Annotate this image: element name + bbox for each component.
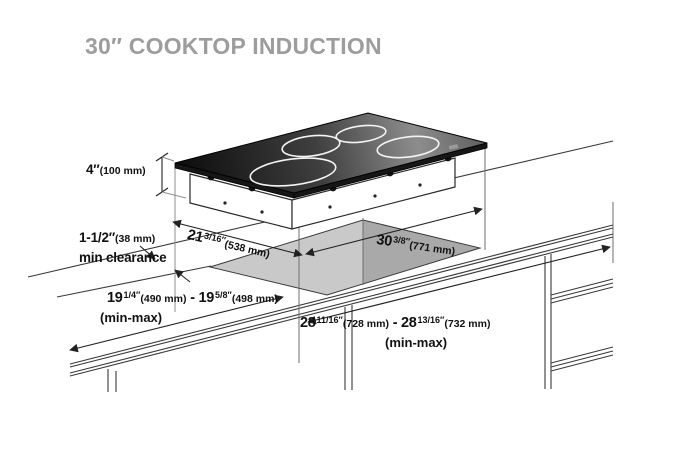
cooktop-body bbox=[189, 157, 456, 230]
dimension-lines bbox=[69, 152, 611, 353]
cutout-depth-min-fraction: 1/4″ bbox=[123, 290, 141, 300]
burner-ring-back-center bbox=[335, 124, 387, 144]
cutout-width-min-fraction: 11/16″ bbox=[316, 315, 343, 325]
cooktop-depth-whole: 21 bbox=[185, 226, 205, 247]
dimension-clearance-arrow-upper bbox=[139, 245, 156, 260]
cooktop-depth-fraction: 3/16″ bbox=[203, 230, 227, 246]
dimension-cooktop-depth bbox=[172, 219, 303, 258]
page-title: 30″ COOKTOP INDUCTION bbox=[85, 33, 382, 59]
cutout-depth-max-whole: 19 bbox=[198, 290, 214, 306]
cutout-depth-max-metric: (498 mm) bbox=[231, 293, 278, 305]
clearance-value: 1-1/2″ bbox=[79, 230, 116, 245]
cutout-depth-caption: (min-max) bbox=[100, 309, 163, 325]
burner-ring-mid-left bbox=[281, 134, 341, 158]
cutout-width-min-whole: 28 bbox=[300, 315, 316, 331]
burner-ring-right bbox=[376, 135, 440, 159]
cutout-width-max-whole: 28 bbox=[400, 315, 417, 331]
cooktop-width-metric: (771 mm) bbox=[408, 239, 456, 258]
cooktop-width-fraction: 3/8″ bbox=[392, 234, 411, 247]
cutout-depth-separator: - bbox=[186, 290, 199, 306]
cutout-depth-min-whole: 19 bbox=[107, 290, 123, 306]
clearance-label: 1-1/2″(38 mm) min clearance bbox=[79, 227, 167, 267]
dimension-cutout-depth bbox=[69, 294, 284, 353]
body-screw-dots bbox=[223, 183, 422, 214]
height-metric: (100 mm) bbox=[99, 165, 146, 177]
cooktop-width-whole: 30 bbox=[375, 231, 393, 250]
clearance-caption: min clearance bbox=[79, 249, 167, 265]
brand-logo-mark bbox=[448, 144, 459, 150]
burner-ring-front-left bbox=[249, 157, 337, 187]
dimension-cutout-width bbox=[307, 244, 611, 325]
cutout-width-max-fraction: 13/16″ bbox=[417, 315, 445, 325]
cutout-width-label: 2811/16″(728 mm) - 2813/16″(732 mm) (min… bbox=[300, 312, 490, 351]
drawer-front-lines bbox=[550, 278, 614, 372]
clearance-metric: (38 mm) bbox=[115, 233, 156, 245]
height-dimension-label: 4″(100 mm) bbox=[86, 159, 146, 181]
cutout-width-caption: (min-max) bbox=[385, 334, 448, 350]
cutout-depth-max-fraction: 5/8″ bbox=[215, 290, 232, 300]
cutout-depth-min-metric: (490 mm) bbox=[140, 293, 187, 305]
cutout-depth-label: 191/4″(490 mm) - 195/8″(498 mm) (min-max… bbox=[100, 287, 278, 326]
cutout-width-separator: - bbox=[388, 315, 401, 331]
cutout-width-max-metric: (732 mm) bbox=[444, 318, 491, 330]
cooktop-glass bbox=[174, 112, 488, 199]
cutout-width-min-metric: (728 mm) bbox=[342, 318, 389, 330]
height-value: 4″ bbox=[86, 162, 100, 177]
burner-rings bbox=[249, 124, 440, 187]
dimension-clearance-arrow-lower bbox=[174, 269, 191, 283]
